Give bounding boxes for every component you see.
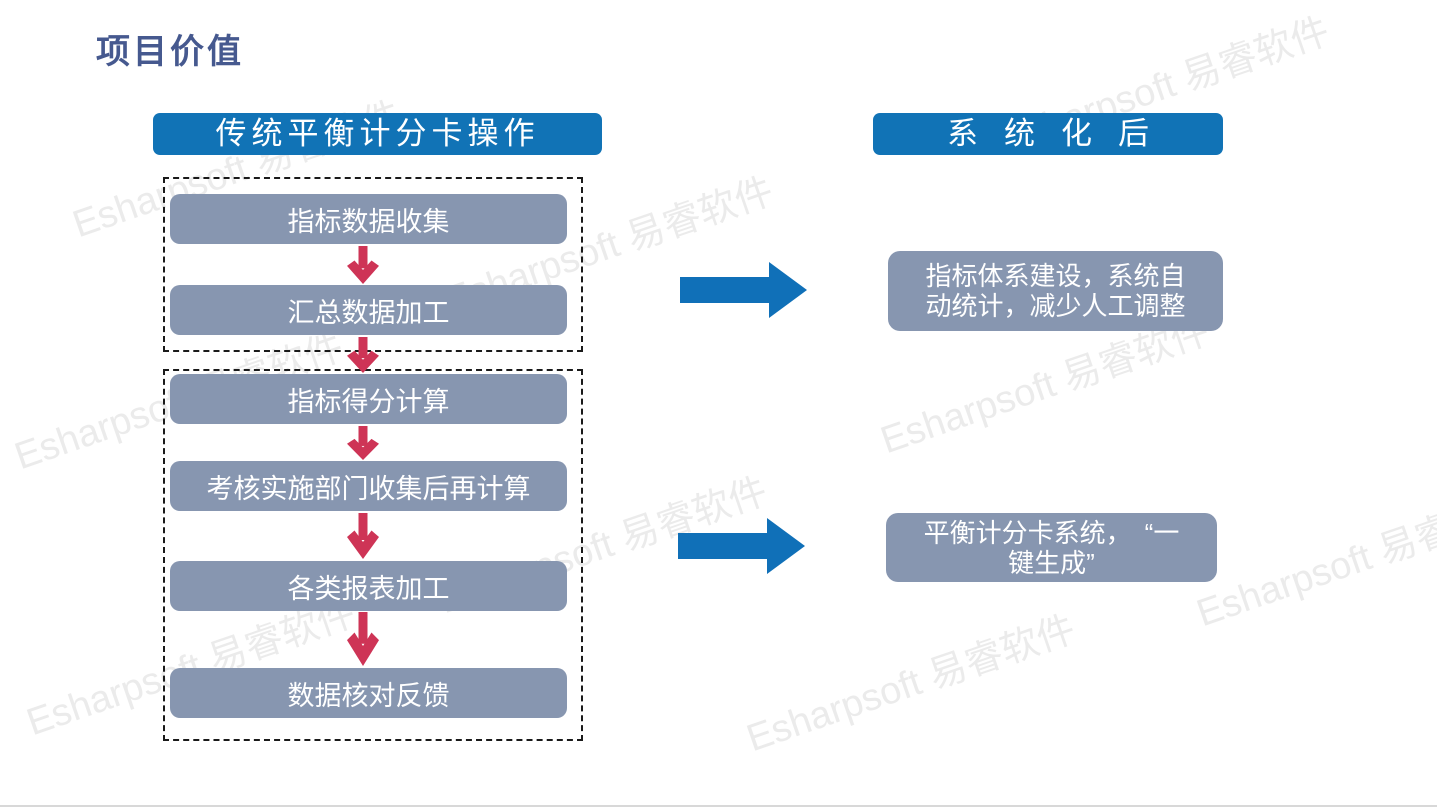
flow-step-box: 数据核对反馈 [170,668,567,718]
right-arrow-icon [678,518,805,574]
right-arrow-icon [680,262,807,318]
dashed-group-1 [163,177,583,352]
watermark-text: Esharpsoft 易睿软件 [1191,483,1437,636]
flow-step-box: 各类报表加工 [170,561,567,611]
right-column-header: 系统化后 [873,113,1223,155]
flow-step-box: 指标得分计算 [170,374,567,424]
result-box: 平衡计分卡系统， “一 键生成” [886,513,1217,582]
flow-step-box: 指标数据收集 [170,194,567,244]
dashed-group-2 [163,369,583,741]
down-arrow-icon [345,612,381,666]
left-column-header: 传统平衡计分卡操作 [153,113,602,155]
flow-step-box: 考核实施部门收集后再计算 [170,461,567,511]
result-line: 平衡计分卡系统， “一 [923,517,1180,548]
down-arrow-icon [345,426,381,460]
result-box: 指标体系建设，系统自 动统计，减少人工调整 [888,251,1223,331]
bottom-divider [0,805,1437,807]
down-arrow-icon [345,246,381,284]
down-arrow-icon [345,513,381,559]
page-title: 项目价值 [96,33,244,71]
watermark-text: Esharpsoft 易睿软件 [741,608,1081,761]
result-line: 动统计，减少人工调整 [925,291,1186,321]
down-arrow-icon [345,337,381,373]
flow-step-box: 汇总数据加工 [170,285,567,335]
result-line: 指标体系建设，系统自 [925,261,1186,291]
result-line: 键生成” [1008,547,1095,578]
